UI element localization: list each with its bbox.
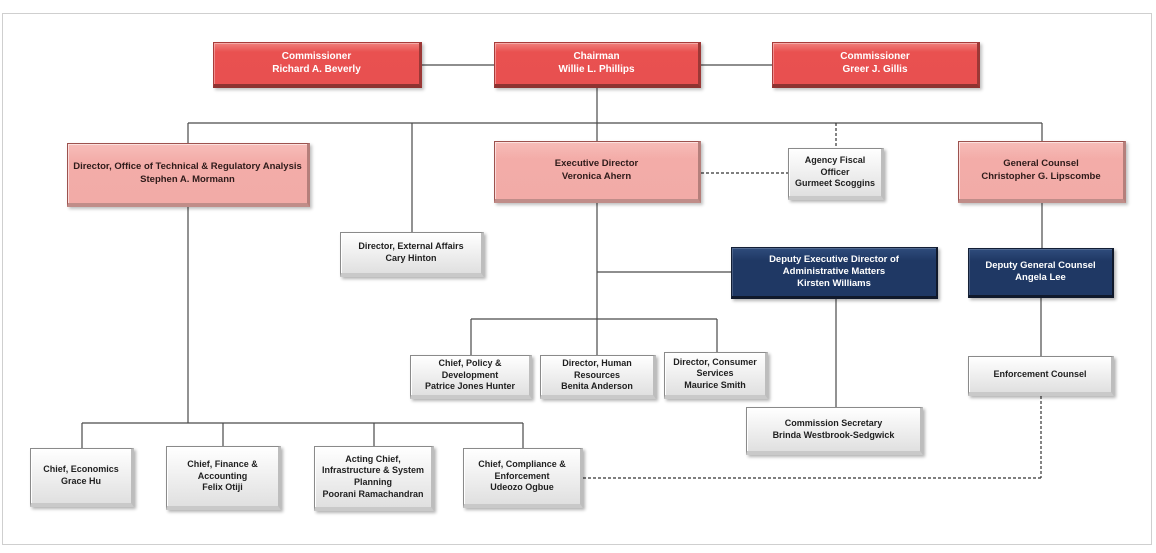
org-node-enforcement-counsel: Enforcement Counsel	[968, 356, 1114, 396]
org-node-role: Acting Chief, Infrastructure & System Pl…	[321, 453, 425, 487]
org-node-role: Chief, Economics	[43, 464, 119, 475]
org-node-role: Commissioner	[281, 50, 352, 62]
org-node-role: Director, Human Resources	[562, 358, 632, 380]
org-node-role: Director, External Affairs	[358, 241, 464, 252]
org-node-person-name: Veronica Ahern	[561, 170, 632, 182]
org-node-role: Chief, Compliance & Enforcement	[478, 459, 566, 481]
org-node-deputy-executive-director: Deputy Executive Director of Administrat…	[731, 247, 938, 299]
org-node-person-name: Richard A. Beverly	[272, 63, 361, 75]
org-node-person-name: Patrice Jones Hunter	[424, 381, 516, 392]
org-node-role: Agency Fiscal Officer	[804, 155, 866, 177]
org-node-role: Director, Consumer Services	[673, 356, 757, 379]
org-node-person-name: Grace Hu	[60, 476, 102, 486]
org-node-person-name: Christopher G. Lipscombe	[981, 170, 1101, 182]
org-node-person-name: Brinda Westbrook-Sedgwick	[772, 429, 895, 440]
org-node-person-name: Willie L. Phillips	[558, 63, 635, 75]
org-node-person-name: Poorani Ramachandran	[322, 488, 424, 499]
org-node-person-name: Felix Otiji	[202, 482, 243, 493]
org-node-role: Commission Secretary	[784, 417, 883, 428]
org-node-person-name: Gurmeet Scoggins	[794, 178, 875, 189]
org-node-director-technical-regulatory-analysis: Director, Office of Technical & Regulato…	[67, 143, 310, 207]
org-node-role: Deputy General Counsel	[985, 259, 1096, 271]
org-node-person-name: Benita Anderson	[561, 381, 633, 392]
org-node-role: Chairman	[573, 50, 620, 62]
org-node-person-name: Greer J. Gillis	[842, 63, 908, 75]
org-node-person-name: Cary Hinton	[385, 253, 437, 263]
org-node-role: General Counsel	[1003, 158, 1079, 170]
org-node-person-name: Stephen A. Mormann	[140, 173, 235, 185]
org-node-role: Executive Director	[554, 158, 639, 170]
org-node-role: Enforcement Counsel	[993, 368, 1087, 379]
org-node-person-name: Udeozo Ogbue	[490, 482, 554, 493]
org-node-role: Chief, Finance & Accounting	[187, 459, 258, 481]
org-node-person-name: Angela Lee	[1015, 272, 1066, 283]
org-node-person-name: Kirsten Williams	[797, 278, 871, 290]
org-node-person-name: Maurice Smith	[684, 379, 746, 390]
org-node-role: Chief, Policy & Development	[438, 358, 502, 380]
org-node-acting-chief-infrastructure: Acting Chief, Infrastructure & System Pl…	[314, 446, 434, 511]
org-node-role: Director, Office of Technical & Regulato…	[73, 161, 302, 173]
org-node-role: Deputy Executive Director of Administrat…	[769, 253, 899, 277]
org-node-role: Commissioner	[840, 50, 910, 62]
